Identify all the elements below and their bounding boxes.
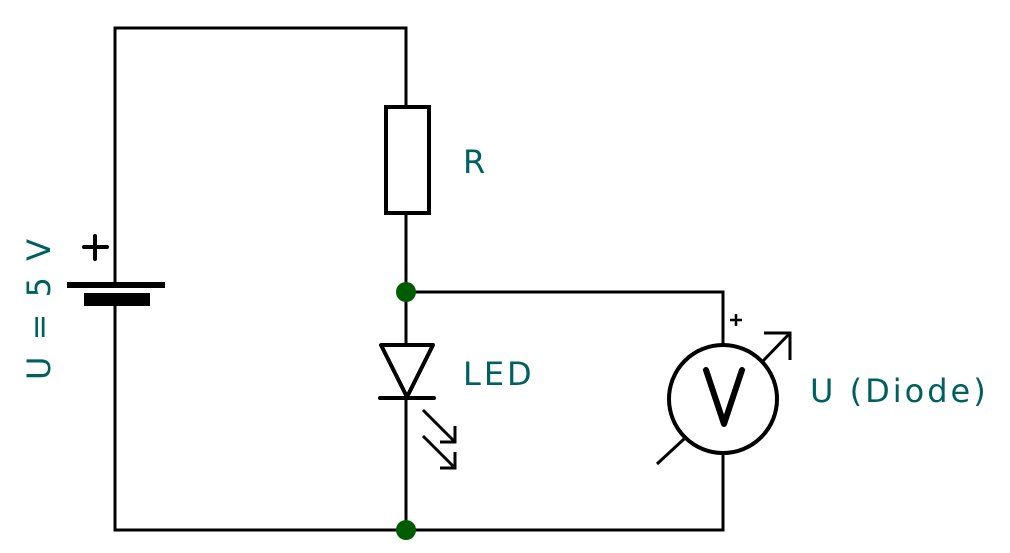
resistor-body [384,105,431,215]
junction-top [396,282,416,302]
resistor: R [384,105,488,215]
battery: U = 5 V [20,234,165,380]
junction-bottom [396,520,416,540]
voltmeter-v-icon [703,367,745,427]
variable-arrow-icon [655,331,792,466]
battery-long-plate [67,282,165,288]
voltmeter-circle [667,343,779,455]
led: LED [378,343,535,470]
battery-label: U = 5 V [20,236,58,380]
wire-top [113,26,408,285]
voltmeter: U (Diode) [655,314,989,466]
battery-short-plate [84,293,150,306]
voltmeter-label: U (Diode) [810,372,989,410]
resistor-label: R [463,143,488,181]
light-emission-arrows-icon [421,408,457,470]
led-triangle [379,343,435,399]
wire-junction-to-voltmeter [404,290,725,347]
led-label: LED [463,355,535,393]
voltmeter-plus-icon [730,314,742,326]
wires [113,26,725,532]
battery-plus-icon [82,234,109,261]
